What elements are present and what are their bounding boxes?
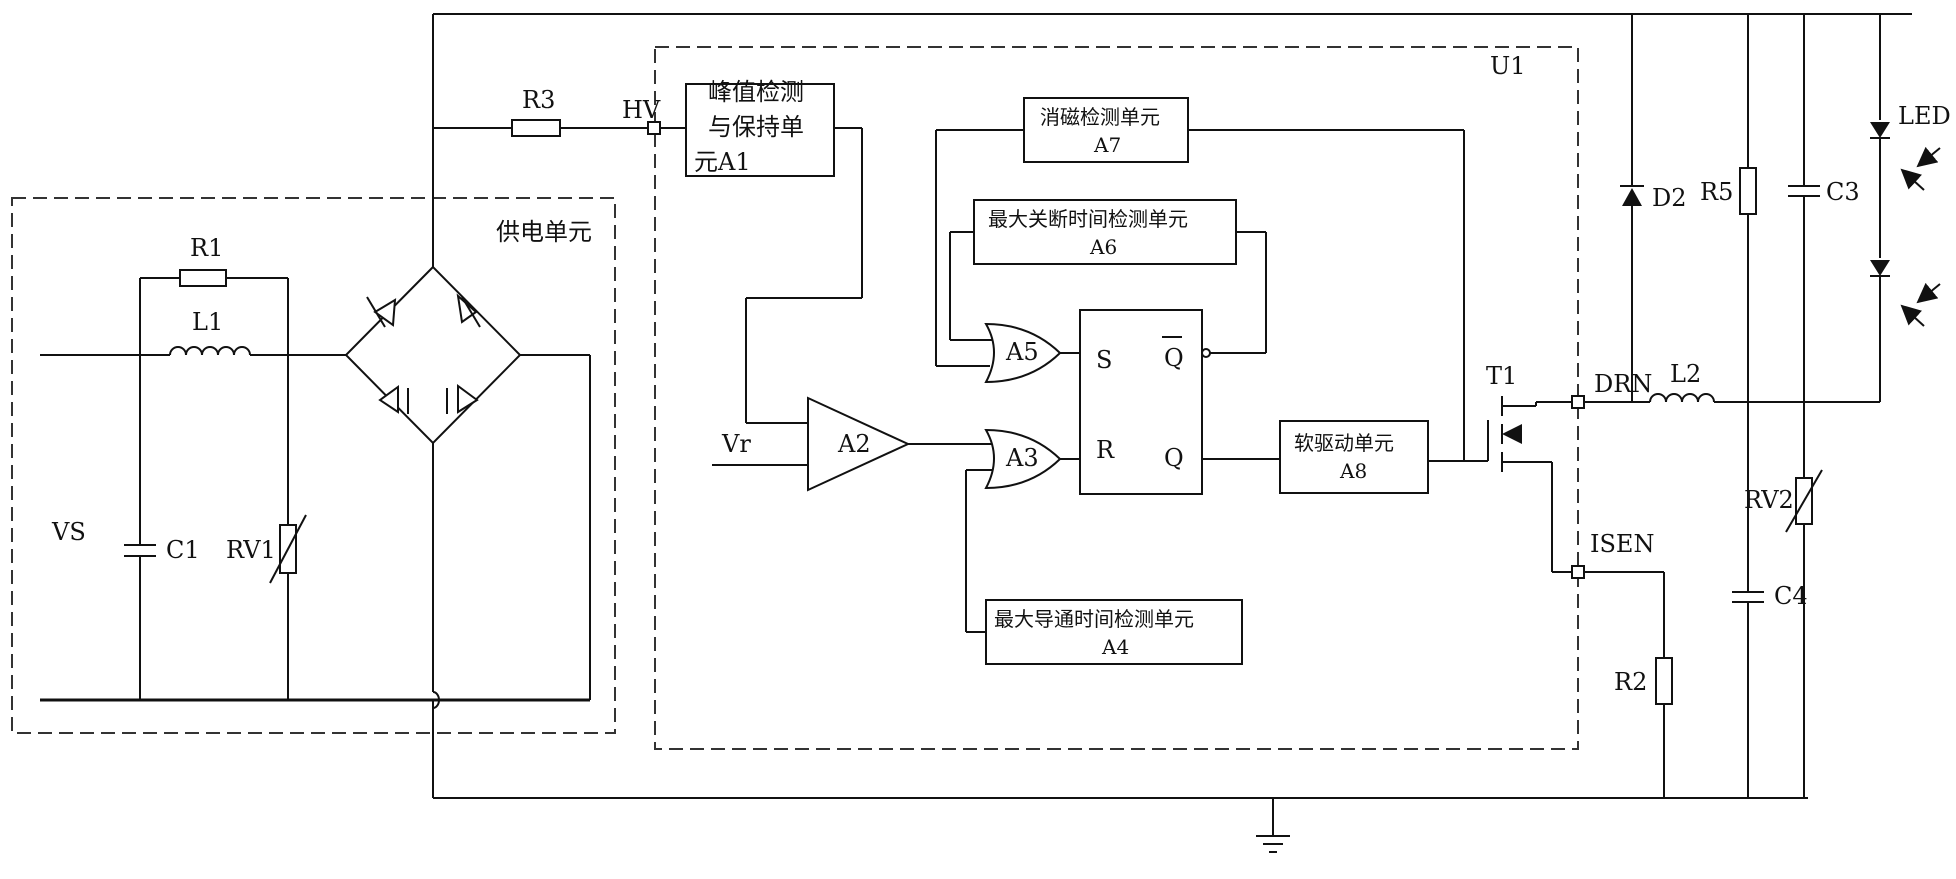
block-a1-line1: 峰值检测 (708, 78, 804, 106)
block-a8 (1279, 420, 1429, 494)
l2-inductor (1649, 393, 1715, 403)
d2-diode (1622, 188, 1642, 206)
r1-resistor (179, 269, 227, 287)
block-a4-line1: 最大导通时间检测单元 (994, 607, 1194, 631)
power-unit-boundary (11, 197, 616, 734)
block-a6-line2: A6 (1089, 235, 1117, 259)
power-unit-label: 供电单元 (496, 218, 592, 246)
r1-label: R1 (190, 234, 223, 262)
or-gate-a3 (984, 428, 1062, 490)
d2-label: D2 (1652, 184, 1687, 212)
rv2-label: RV2 (1744, 486, 1794, 514)
r2-resistor (1655, 657, 1673, 705)
block-a7 (1023, 97, 1189, 163)
t1-label: T1 (1486, 362, 1517, 390)
block-a6-line1: 最大关断时间检测单元 (988, 207, 1188, 231)
vs-label: VS (51, 518, 86, 546)
r2-label: R2 (1614, 668, 1647, 696)
bridge-rectifier (344, 265, 522, 445)
block-a6 (973, 199, 1237, 265)
comparator-a2 (807, 396, 911, 492)
power-unit: L1 R1 C1 VS RV1 (40, 234, 591, 798)
bridge-diodes (366, 293, 481, 414)
drn-pin-label: DRN (1594, 370, 1652, 398)
a5-label: A5 (1005, 338, 1039, 366)
block-a4-line2: A4 (1101, 635, 1129, 659)
l1-inductor (169, 346, 251, 356)
u1-label: U1 (1490, 52, 1526, 80)
r3-label: R3 (522, 86, 555, 114)
or-gate-a5 (984, 322, 1062, 384)
block-a8-line2: A8 (1339, 459, 1367, 483)
a3-label: A3 (1005, 444, 1039, 472)
block-a8-line1: 软驱动单元 (1294, 431, 1394, 455)
isen-pin (1571, 565, 1585, 579)
block-a1 (685, 83, 835, 177)
vr-label: Vr (721, 430, 751, 458)
ff-r-label: R (1096, 436, 1115, 464)
block-a1-line3: 元A1 (694, 148, 751, 176)
block-a1-line2: 与保持单 (708, 113, 804, 141)
c4-label: C4 (1774, 582, 1808, 610)
hv-path: R3 HV (433, 86, 686, 137)
sr-flipflop (1079, 309, 1203, 495)
r3-resistor (511, 119, 561, 137)
c1-label: C1 (166, 536, 200, 564)
l1-label: L1 (192, 308, 223, 336)
led-1 (1870, 122, 1890, 138)
led-emission-arrows (1900, 146, 1941, 327)
qbar-bubble (1201, 348, 1211, 358)
led-label: LED (1898, 102, 1951, 130)
l2-label: L2 (1670, 360, 1701, 388)
c3-label: C3 (1826, 178, 1860, 206)
hv-pin-label: HV (622, 96, 661, 124)
t1-mosfet (1487, 396, 1553, 572)
rv1-label: RV1 (226, 536, 276, 564)
a2-label: A2 (837, 430, 871, 458)
block-a7-line1: 消磁检测单元 (1040, 105, 1160, 129)
ff-s-label: S (1096, 346, 1112, 374)
r5-label: R5 (1700, 178, 1733, 206)
drn-pin (1571, 395, 1585, 409)
isen-pin-label: ISEN (1590, 530, 1654, 558)
block-a7-line2: A7 (1093, 133, 1121, 157)
ff-q-label: Q (1164, 444, 1184, 472)
block-a4 (985, 599, 1243, 665)
r5-resistor (1739, 167, 1757, 215)
ff-qbar-label: Q (1164, 344, 1184, 372)
led-2 (1870, 260, 1890, 276)
